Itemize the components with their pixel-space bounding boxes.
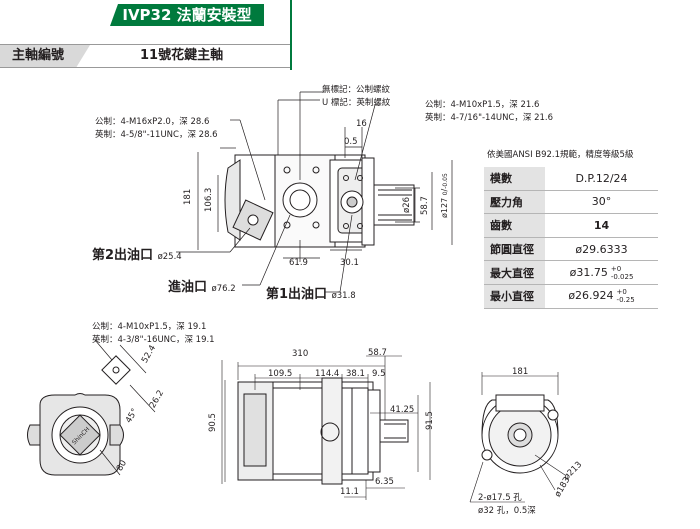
dim-114-4: 114.4 xyxy=(315,369,340,379)
spec-value-main: 14 xyxy=(593,218,610,232)
dim-16: 16 xyxy=(356,119,367,129)
spec-key: 最大直徑 xyxy=(484,260,545,285)
shaft-value: 11號花鍵主軸 xyxy=(140,48,224,63)
thread-note-left-metric: 公制：4-M16xP2.0，深 28.6 xyxy=(95,117,210,127)
spec-tol-lower: -0.025 xyxy=(610,272,634,281)
spec-row: 模數 D.P.12/24 xyxy=(484,167,658,191)
dim-58-7-top: 58.7 xyxy=(420,196,430,215)
dim-181-top: 181 xyxy=(183,188,193,205)
spec-key: 最小直徑 xyxy=(484,284,545,309)
spec-value: 30° xyxy=(545,190,658,215)
spec-value: D.P.12/24 xyxy=(545,167,658,191)
shaft-header-row: 主軸編號 11號花鍵主軸 xyxy=(0,44,290,68)
spec-value: 14 xyxy=(545,213,658,238)
dim-109-5: 109.5 xyxy=(268,369,293,379)
spec-value-main: ø29.6333 xyxy=(575,242,628,256)
spec-value: ø26.924+0-0.25 xyxy=(545,284,658,309)
shaft-label: 主軸編號 xyxy=(0,45,90,67)
dim-30-1: 30.1 xyxy=(340,258,359,268)
spec-tol-lower: -0.25 xyxy=(616,296,635,305)
spec-key: 壓力角 xyxy=(484,190,545,215)
hole-note-1: 2-ø17.5 孔 xyxy=(478,493,522,503)
dim-91-5: 91.5 xyxy=(425,411,435,430)
hole-note-2: ø32 孔，0.5深 xyxy=(478,506,536,516)
spec-caption: 依美國ANSI B92.1規範，精度等級5級 xyxy=(487,150,634,160)
dim-181-end: 181 xyxy=(512,367,529,377)
dim-90-5: 90.5 xyxy=(208,413,218,432)
header-divider xyxy=(290,0,292,70)
spec-row: 壓力角 30° xyxy=(484,190,658,215)
spec-row: 節圓直徑 ø29.6333 xyxy=(484,237,658,262)
spec-value-main: ø31.75 xyxy=(569,265,608,279)
dim-310: 310 xyxy=(292,349,309,359)
dim-41-25: 41.25 xyxy=(390,405,415,415)
inlet-label: 進油口 ø76.2 xyxy=(168,280,236,295)
model-title-banner: IVP32 法蘭安裝型 xyxy=(110,4,264,26)
dim-38-1: 38.1 xyxy=(346,369,365,379)
spec-value-main: D.P.12/24 xyxy=(575,171,628,185)
spec-tol-upper: +0 xyxy=(610,264,622,273)
spec-row: 齒數 14 xyxy=(484,213,658,238)
spec-value-main: ø26.924 xyxy=(568,289,614,303)
spec-key: 齒數 xyxy=(484,213,545,238)
outlet-2-label: 第2出油口 ø25.4 xyxy=(92,248,182,263)
dim-dia-127: ø127 0/-0.05 xyxy=(440,173,449,218)
thread-note-side-metric: 公制：4-M10xP1.5，深 19.1 xyxy=(92,322,207,332)
outlet-1-label: 第1出油口 ø31.8 xyxy=(266,287,356,302)
spec-value-main: 30° xyxy=(591,195,612,209)
spec-tolerance: +0-0.25 xyxy=(617,288,635,304)
dim-6-35: 6.35 xyxy=(375,477,394,487)
thread-note-u-label: U 標記：英制螺紋 xyxy=(322,98,391,108)
dim-9-5: 9.5 xyxy=(372,369,386,379)
thread-note-right-metric: 公制：4-M10xP1.5，深 21.6 xyxy=(425,100,540,110)
dim-dia-26: ø26 xyxy=(402,196,412,213)
thread-note-side-imperial: 英制：4-3/8"-16UNC，深 19.1 xyxy=(92,335,215,345)
pump-front-view xyxy=(221,355,431,500)
spec-value: ø29.6333 xyxy=(545,237,658,262)
spec-tolerance: +0-0.025 xyxy=(611,265,634,281)
spec-tol-upper: +0 xyxy=(616,288,627,297)
pump-end-view xyxy=(469,372,566,503)
dim-61-9: 61.9 xyxy=(289,258,308,268)
thread-note-right-imperial: 英制：4-7/16"-14UNC，深 21.6 xyxy=(425,113,553,123)
dim-106-3: 106.3 xyxy=(204,187,214,212)
pump-side-view: ShinCH xyxy=(27,339,156,476)
thread-note-left-imperial: 英制：4-5/8"-11UNC，深 28.6 xyxy=(95,130,218,140)
dim-11-1: 11.1 xyxy=(340,487,359,497)
dim-58-7-front: 58.7 xyxy=(368,348,387,358)
thread-note-standard: 無標記：公制螺紋 xyxy=(322,85,391,95)
pump-top-view xyxy=(224,154,415,248)
spec-key: 模數 xyxy=(484,167,545,191)
spec-value: ø31.75+0-0.025 xyxy=(545,260,658,285)
spec-key: 節圓直徑 xyxy=(484,237,545,262)
dim-0-5: 0.5 xyxy=(344,137,358,147)
